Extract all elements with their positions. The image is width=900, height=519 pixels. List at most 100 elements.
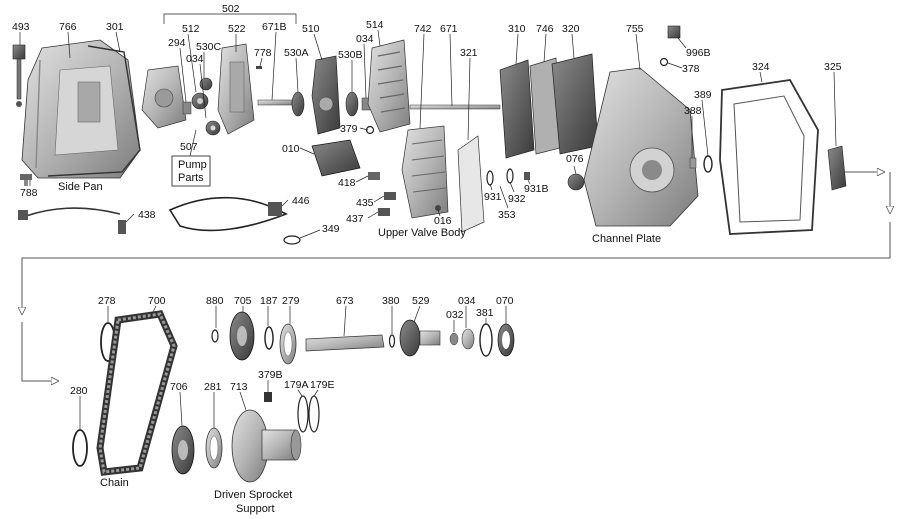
- part-671b-shaft[interactable]: [257, 99, 293, 106]
- part-381-ring[interactable]: [479, 323, 493, 357]
- part-766-side-pan[interactable]: [21, 39, 141, 179]
- label-514: 514: [366, 19, 384, 31]
- label-673: 673: [336, 295, 354, 307]
- part-034c-bearing[interactable]: [461, 328, 475, 350]
- label-671: 671: [440, 23, 458, 35]
- part-016-plug[interactable]: [435, 205, 441, 211]
- label-389: 389: [694, 89, 712, 101]
- label-321: 321: [460, 47, 478, 59]
- part-389-seal[interactable]: [703, 155, 713, 173]
- caption-side-pan: Side Pan: [58, 181, 103, 193]
- part-179a-seal[interactable]: [297, 395, 309, 433]
- part-179e-seal[interactable]: [308, 395, 320, 433]
- part-755-channel-plate[interactable]: [583, 67, 699, 227]
- label-996b: 996B: [686, 47, 711, 59]
- label-353: 353: [498, 209, 516, 221]
- label-788: 788: [20, 187, 38, 199]
- label-324: 324: [752, 61, 770, 73]
- part-379-oring[interactable]: [365, 125, 375, 135]
- part-700-chain[interactable]: [96, 310, 178, 476]
- part-931-seal[interactable]: [486, 170, 494, 186]
- label-278: 278: [98, 295, 116, 307]
- label-512: 512: [182, 23, 200, 35]
- label-032: 032: [446, 309, 464, 321]
- part-380-ring[interactable]: [388, 334, 396, 348]
- part-530a-gear[interactable]: [291, 91, 305, 117]
- part-320-lower-plate[interactable]: [551, 53, 599, 155]
- leader-lines: [19, 13, 837, 430]
- label-437: 437: [346, 213, 364, 225]
- part-418-sensor[interactable]: [368, 172, 380, 180]
- part-510-pump-housing[interactable]: [311, 55, 341, 135]
- label-380: 380: [382, 295, 400, 307]
- part-493-sensor[interactable]: [12, 44, 26, 107]
- part-388-bushing[interactable]: [689, 157, 697, 169]
- part-446-harness[interactable]: [168, 196, 288, 232]
- part-321-plate[interactable]: [457, 135, 485, 233]
- part-438-harness[interactable]: [18, 207, 126, 234]
- label-010: 010: [282, 143, 300, 155]
- label-931b: 931B: [524, 183, 549, 195]
- part-996b-connector[interactable]: [667, 25, 681, 39]
- part-032-washer[interactable]: [449, 332, 459, 346]
- label-507: 507: [180, 141, 198, 153]
- part-713-sprocket-support[interactable]: [231, 409, 302, 483]
- part-880-clip[interactable]: [211, 329, 219, 343]
- part-742-upper-valve-body[interactable]: [401, 125, 449, 219]
- part-706-sprocket[interactable]: [171, 425, 195, 475]
- label-529: 529: [412, 295, 430, 307]
- part-pump-body[interactable]: [141, 65, 187, 129]
- part-788-bolt[interactable]: [20, 174, 32, 186]
- part-070-seal[interactable]: [497, 323, 515, 357]
- label-076: 076: [566, 153, 584, 165]
- part-673-shaft[interactable]: [305, 334, 385, 352]
- label-179a: 179A: [284, 379, 309, 391]
- label-880: 880: [206, 295, 224, 307]
- part-279-bearing[interactable]: [279, 323, 297, 365]
- part-301-gasket[interactable]: [47, 45, 141, 177]
- part-034a-washer[interactable]: [205, 120, 221, 136]
- part-932-seal[interactable]: [506, 168, 514, 184]
- label-279: 279: [282, 295, 300, 307]
- part-530b-gear[interactable]: [345, 91, 359, 117]
- part-076-seal[interactable]: [567, 173, 585, 191]
- part-671-shaft[interactable]: [409, 104, 501, 110]
- label-381: 381: [476, 307, 494, 319]
- label-301: 301: [106, 21, 124, 33]
- label-493: 493: [12, 21, 30, 33]
- part-435-solenoid[interactable]: [384, 192, 396, 200]
- label-034c: 034: [458, 295, 476, 307]
- part-529-hub[interactable]: [399, 319, 441, 357]
- part-310-separator-plate[interactable]: [499, 59, 535, 159]
- part-187-ring[interactable]: [264, 326, 274, 350]
- label-320: 320: [562, 23, 580, 35]
- label-378: 378: [682, 63, 700, 75]
- part-437-solenoid[interactable]: [378, 208, 390, 216]
- part-512-gear[interactable]: [191, 92, 209, 110]
- part-280-snap-ring[interactable]: [72, 429, 88, 467]
- label-325: 325: [824, 61, 842, 73]
- label-530b: 530B: [338, 49, 363, 61]
- part-378-oring[interactable]: [659, 57, 669, 67]
- caption-driven-sprocket-1: Driven Sprocket: [214, 489, 292, 501]
- label-435: 435: [356, 197, 374, 209]
- part-705-sprocket[interactable]: [229, 311, 255, 361]
- part-522-pump-cover[interactable]: [217, 43, 255, 135]
- captions: Side Pan Pump Parts Upper Valve Body Cha…: [58, 159, 661, 515]
- label-349: 349: [322, 223, 340, 235]
- part-778-pin[interactable]: [256, 66, 262, 69]
- part-349-oring[interactable]: [283, 235, 301, 245]
- caption-pump-parts-1: Pump: [178, 159, 207, 171]
- part-530c-gear[interactable]: [199, 77, 213, 91]
- part-010-filter[interactable]: [311, 139, 361, 177]
- part-514-valve-body[interactable]: [367, 39, 411, 133]
- part-294-rotor[interactable]: [182, 101, 192, 115]
- label-931: 931: [484, 191, 502, 203]
- part-281-bearing[interactable]: [205, 427, 223, 469]
- label-522: 522: [228, 23, 246, 35]
- part-379b-plug[interactable]: [264, 392, 272, 402]
- part-931b-bolt[interactable]: [524, 172, 530, 180]
- part-325-bracket[interactable]: [827, 145, 847, 191]
- part-324-gasket[interactable]: [719, 79, 819, 235]
